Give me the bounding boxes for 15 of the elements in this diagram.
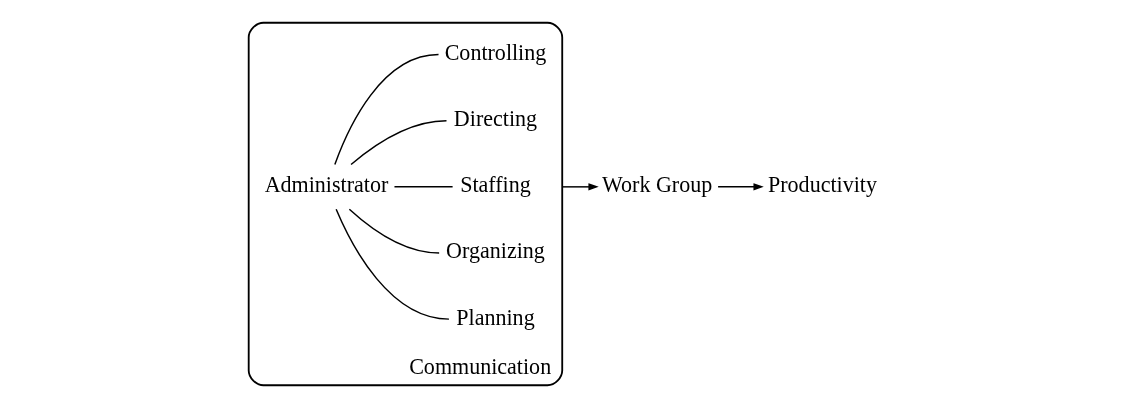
arrow [716, 183, 764, 191]
node-text: Staffing [459, 172, 531, 198]
connector [348, 208, 440, 254]
node-text: Planning [455, 304, 535, 330]
connector [393, 186, 453, 188]
node-text: Controlling [444, 39, 546, 65]
node-text: Organizing [445, 238, 545, 264]
node-text: Work Group [601, 172, 712, 198]
connector [334, 208, 450, 320]
arrow [561, 183, 599, 191]
connector [333, 53, 439, 166]
connector [349, 120, 447, 166]
node-text: Administrator [264, 172, 388, 198]
node-text: Directing [453, 106, 537, 132]
node-text: Productivity [767, 172, 877, 198]
